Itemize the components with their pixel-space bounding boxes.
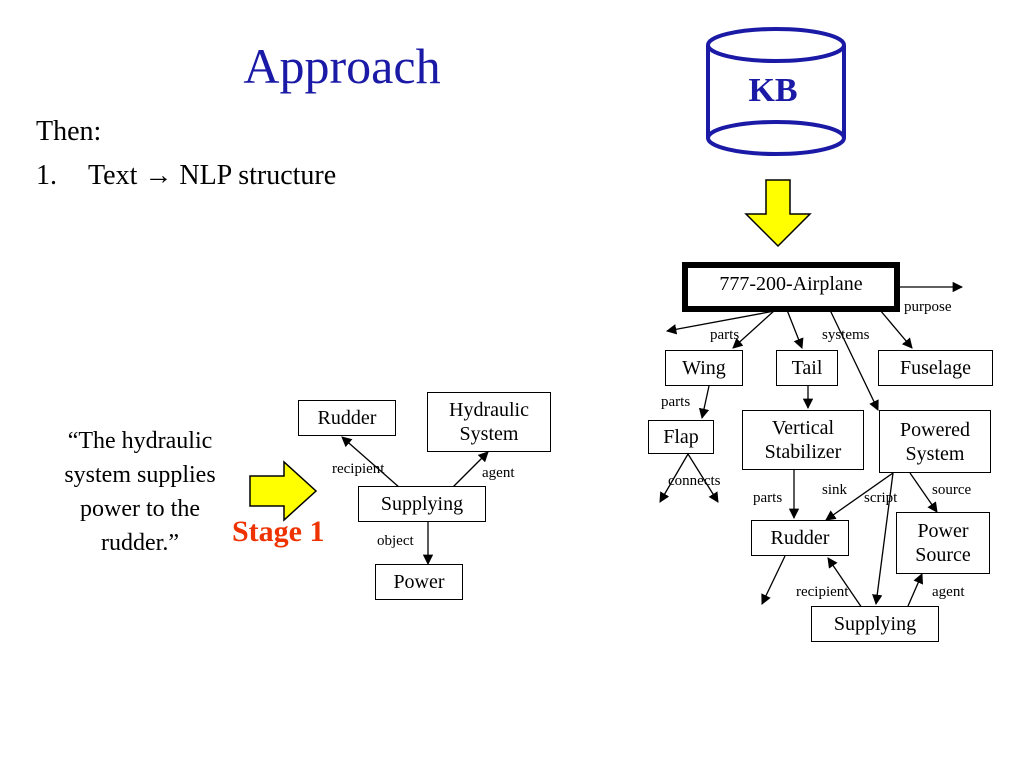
kb-node-wing: Wing <box>665 350 743 386</box>
example-sentence: “The hydraulic system supplies power to … <box>64 428 216 556</box>
kb-node-supplying: Supplying <box>811 606 939 642</box>
step-text: Text → NLP structure <box>88 160 337 191</box>
nlp-node-supplying: Supplying <box>358 486 486 522</box>
kb-node-tail: Tail <box>776 350 838 386</box>
kb-node-777-200-airplane: 777-200-Airplane <box>682 262 900 312</box>
kb-label: KB <box>748 72 798 109</box>
down-arrow-icon <box>744 179 812 248</box>
kb-edge-agent: agent <box>932 584 965 600</box>
step-item: 1. Text → NLP structure <box>36 158 336 194</box>
nlp-edge-recipient: recipient <box>332 461 385 477</box>
kb-node-rudder: Rudder <box>751 520 849 556</box>
nlp-edges <box>341 436 489 566</box>
kb-edges <box>659 281 964 609</box>
kb-edge-sink: sink <box>822 482 848 498</box>
step-number: 1. <box>36 160 57 191</box>
kb-node-flap: Flap <box>648 420 714 454</box>
kb-edge-systems: systems <box>822 327 870 343</box>
kb-edge-parts-wing: parts <box>661 394 691 410</box>
kb-cylinder <box>706 27 846 156</box>
nlp-edge-object: object <box>377 533 414 549</box>
kb-edge-source: source <box>932 482 972 498</box>
kb-node-fuselage: Fuselage <box>878 350 993 386</box>
kb-edge-parts-stabilizer: parts <box>753 490 783 506</box>
kb-node-power-source: Power Source <box>896 512 990 574</box>
kb-edge-recipient: recipient <box>796 584 849 600</box>
kb-edge-purpose: purpose <box>904 299 952 315</box>
stage-label: Stage 1 <box>232 515 325 548</box>
kb-edge-parts: parts <box>710 327 740 343</box>
then-label: Then: <box>36 116 102 147</box>
kb-node-powered-system: Powered System <box>879 410 991 473</box>
nlp-node-hydraulic-system: Hydraulic System <box>427 392 551 452</box>
nlp-edge-agent: agent <box>482 465 515 481</box>
nlp-node-power: Power <box>375 564 463 600</box>
nlp-node-rudder: Rudder <box>298 400 396 436</box>
kb-edge-script: script <box>864 490 898 506</box>
kb-edge-connects: connects <box>668 473 721 489</box>
right-arrow-icon <box>249 460 318 522</box>
slide-title: Approach <box>243 38 441 94</box>
kb-node-vertical-stabilizer: Vertical Stabilizer <box>742 410 864 470</box>
